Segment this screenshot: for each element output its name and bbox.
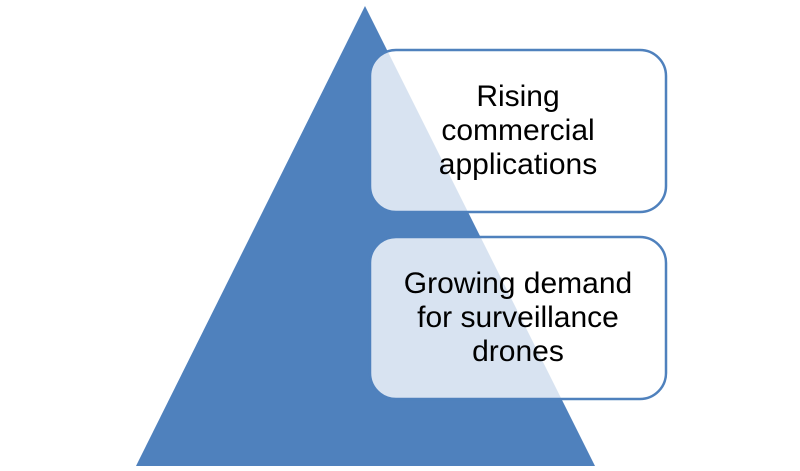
callout-box-2 <box>368 235 668 401</box>
callout-text-growing-demand-surveillance-drones: Growing demand for surveillance drones <box>403 267 633 368</box>
callout-text-rising-commercial-applications: Rising commercial applications <box>438 80 598 181</box>
callout-box-1 <box>368 48 668 214</box>
